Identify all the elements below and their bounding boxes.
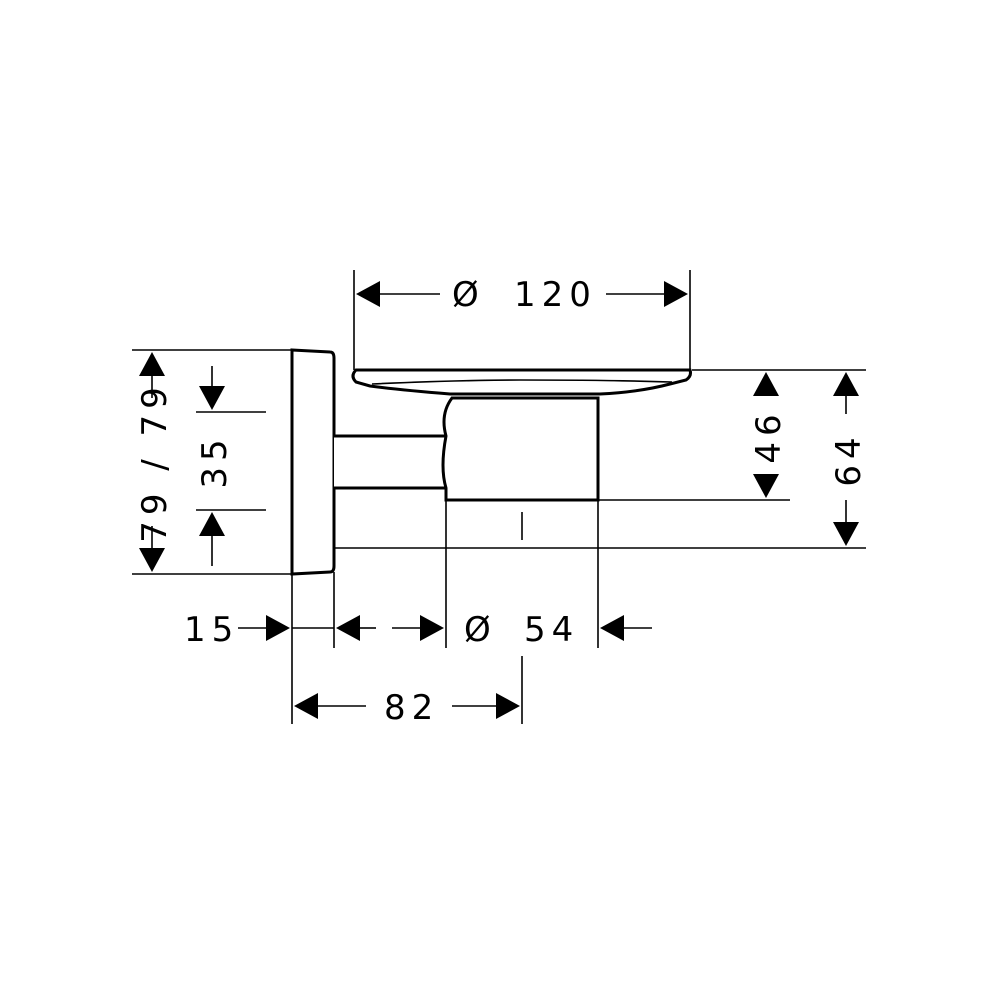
dimension-total-height: 64 bbox=[829, 372, 869, 546]
total-height-value: 64 bbox=[829, 431, 869, 486]
cup-diameter-value: 54 bbox=[524, 610, 579, 650]
soap-holder-drawing bbox=[290, 348, 692, 576]
dimension-cup-height: 46 bbox=[749, 372, 789, 498]
cup-diameter-symbol: Ø bbox=[464, 610, 497, 650]
wall-rosette bbox=[290, 348, 336, 576]
plate-diameter-symbol: Ø bbox=[452, 275, 485, 315]
soap-dish-plate bbox=[351, 368, 692, 396]
holder-cup bbox=[441, 396, 600, 502]
soap-dish-inner-line bbox=[371, 379, 673, 385]
rosette-depth-value: 15 bbox=[184, 610, 239, 650]
extension-lines bbox=[132, 270, 866, 724]
dimension-mount-spacing: 35 bbox=[195, 366, 235, 566]
dimension-cup-diameter: Ø 54 bbox=[392, 610, 652, 650]
plate-diameter-value: 120 bbox=[514, 275, 597, 315]
mount-spacing-value: 35 bbox=[195, 433, 235, 488]
projection-total-value: 82 bbox=[384, 688, 439, 728]
dimension-projection-total: 82 bbox=[294, 688, 520, 728]
dimension-rosette-height: 79 / 79 bbox=[135, 352, 175, 572]
dimension-rosette-depth: 15 bbox=[184, 610, 376, 650]
support-arm bbox=[334, 434, 448, 490]
rosette-height-value: 79 / 79 bbox=[135, 381, 175, 543]
cup-height-value: 46 bbox=[749, 408, 789, 463]
dimension-plate-diameter: Ø 120 bbox=[356, 275, 688, 315]
